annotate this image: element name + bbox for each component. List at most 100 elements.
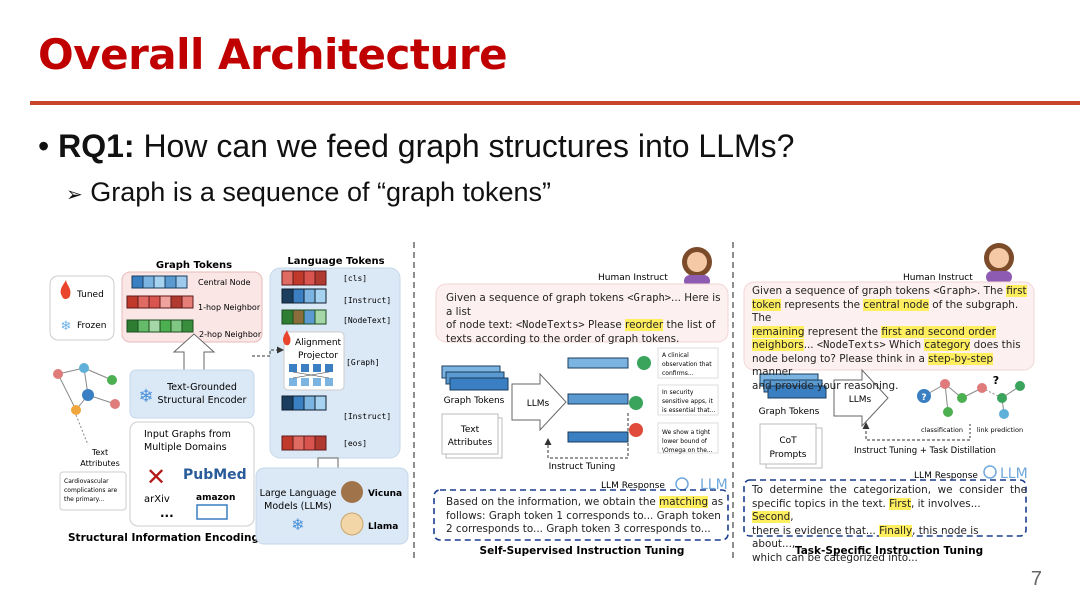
legend-tuned: Tuned <box>76 290 104 300</box>
right-order-highlight: first and second order <box>881 325 996 338</box>
check-icon-2 <box>629 396 643 410</box>
mid-human-instruct-label: Human Instruct <box>598 273 668 283</box>
left-caption: Structural Information Encoding <box>68 532 259 544</box>
mid-llm-response-label: LLM Response <box>601 481 665 491</box>
hop1-tokens <box>126 295 194 309</box>
token-eos-label: [eos] <box>343 439 367 448</box>
right-r3b: , this node is about..., <box>752 524 979 551</box>
encoder-snowflake-icon: ❄ <box>138 386 153 407</box>
right-user-avatar <box>984 243 1014 283</box>
attribute-note-3: the primary... <box>64 496 104 503</box>
arxiv-x-icon: ✕ <box>146 463 166 491</box>
right-l1b: . The <box>977 285 1007 297</box>
structural-encoder-box <box>129 369 255 419</box>
alignment-label-1: Alignment <box>295 338 342 348</box>
right-question-mark-1: ? <box>921 393 926 403</box>
mid-response-text: Based on the information, we obtain the … <box>446 496 726 537</box>
rq1-label: RQ1: <box>58 128 135 164</box>
right-l2b: of the subgraph. The <box>752 298 1019 325</box>
mid-graph-tokens-label: Graph Tokens <box>444 396 505 406</box>
snippet-box-1 <box>657 347 719 379</box>
legend-frozen: Frozen <box>77 321 107 331</box>
right-l2a: represents the <box>781 298 864 311</box>
shopping-cart-icon <box>196 504 228 520</box>
right-graph-tokens-stack <box>759 373 827 399</box>
sub-bullet: ➢ Graph is a sequence of “graph tokens” <box>66 177 551 208</box>
snippet2-line2: sensitive apps, it <box>662 398 713 405</box>
input-graphs-label-2: Multiple Domains <box>144 442 227 453</box>
llama-icon <box>340 512 364 536</box>
arxiv-label: arXiv <box>144 494 170 505</box>
alignment-projector-box <box>283 331 345 391</box>
right-r1: To determine the categorization, we cons… <box>752 484 1027 496</box>
amazon-logo: amazon <box>196 493 235 503</box>
cross-icon <box>629 423 643 437</box>
right-r3a: there is evidence that... <box>752 524 880 537</box>
snippet1-line1: A clinical <box>662 352 689 359</box>
mid-graph-tokens-stack <box>441 365 509 391</box>
snippet-box-3 <box>657 422 719 454</box>
text-attributes-label-1: Text <box>91 448 108 457</box>
mid-token-row-1 <box>567 357 629 369</box>
right-llm-response-label: LLM Response <box>914 471 978 481</box>
hop2-tokens <box>126 319 194 333</box>
snippet2-line3: is essential that... <box>662 407 715 414</box>
token-row-cls <box>281 270 327 286</box>
right-human-instruct-label: Human Instruct <box>903 273 973 283</box>
mid-matching-highlight: matching <box>659 496 709 508</box>
right-finally-highlight: Finally <box>879 524 913 537</box>
token-cls-label: [cls] <box>343 274 367 283</box>
right-nodetexts-ref: <NodeTexts> <box>816 339 886 351</box>
hop2-label: 2-hop Neighbor <box>199 330 262 339</box>
right-response-box <box>743 479 1027 537</box>
llm-label-1: Large Language <box>260 488 337 499</box>
mid-llms-label: LLMs <box>527 399 550 409</box>
right-central-highlight: central node <box>863 298 929 311</box>
right-caption: Task-Specific Instruction Tuning <box>795 545 983 557</box>
graph-tokens-header: Graph Tokens <box>156 260 232 271</box>
bullet-rq1: • RQ1: How can we feed graph structures … <box>38 128 795 164</box>
mid-instruct-2b: Please <box>584 319 626 331</box>
alignment-label-2: Projector <box>298 351 338 361</box>
token-nodetext-label: [NodeText] <box>343 316 391 325</box>
encoder-label-2: Structural Encoder <box>158 395 247 406</box>
arrow-bullet-icon: ➢ <box>66 184 83 206</box>
right-remaining-highlight: remaining <box>752 325 805 338</box>
distill-label: Instruct Tuning + Task Distillation <box>854 446 996 456</box>
token-row-instruct <box>281 288 327 304</box>
right-llm-logo: LLM <box>1000 466 1028 482</box>
central-node-label: Central Node <box>198 278 251 287</box>
right-l5b: manner <box>752 366 793 378</box>
page-number: 7 <box>1030 568 1042 590</box>
llm-label-2: Models (LLMs) <box>264 501 332 512</box>
token-row-nodetext <box>281 309 327 325</box>
right-llms-label: LLMs <box>849 395 872 405</box>
right-r2c: , <box>790 511 794 523</box>
projector-network-icon <box>289 364 333 386</box>
right-second-highlight: Second <box>752 511 791 523</box>
sub-bullet-text: Graph is a sequence of “graph tokens” <box>90 177 552 207</box>
right-llm-arrow <box>833 368 889 428</box>
domains-ellipsis: ... <box>160 506 174 520</box>
input-graph-icon <box>53 363 120 446</box>
vicuna-label: Vicuna <box>368 489 402 499</box>
right-l1a: Given a sequence of graph tokens <box>752 285 934 297</box>
right-l3a: represent the <box>804 325 882 338</box>
token-row-instruct-2 <box>281 395 327 411</box>
token-row-eos <box>281 435 327 451</box>
mid-token-row-3 <box>567 431 629 443</box>
link-prediction-label: link prediction <box>977 426 1023 434</box>
right-l4b: Which <box>885 339 925 351</box>
attribute-note-2: complications are <box>64 487 117 494</box>
right-first-highlight: first <box>1006 285 1027 297</box>
right-r2b: , it involves... <box>911 497 981 510</box>
right-question-mark-2: ? <box>993 374 999 387</box>
llm-snowflake-icon: ❄ <box>291 515 304 534</box>
right-first-step-highlight: First <box>889 497 912 510</box>
encoder-label-1: Text-Grounded <box>166 382 237 393</box>
slide-title: Overall Architecture <box>38 30 508 79</box>
snippet3-line3: \Omega on the... <box>662 447 713 454</box>
mid-resp-2: follows: Graph token 1 corresponds to...… <box>446 509 721 522</box>
mid-text-attr-label-2: Attributes <box>448 438 493 448</box>
